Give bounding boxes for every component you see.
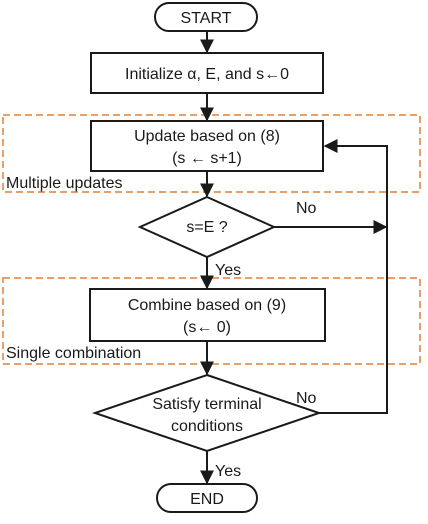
start-label: START (181, 10, 232, 27)
group-label-multiple-updates: Multiple updates (6, 175, 123, 192)
end-label: END (190, 491, 224, 508)
init-node (90, 52, 324, 94)
decision1-label: s=E ? (186, 219, 227, 236)
decision2-yes-label: Yes (215, 463, 241, 480)
decision2-node (91, 373, 323, 453)
group-label-single-combination: Single combination (6, 345, 141, 362)
decision2-label-line1: Satisfy terminal (152, 396, 261, 413)
decision1-yes-label: Yes (215, 262, 241, 279)
group-box-single-combination (2, 277, 421, 365)
group-box-multiple-updates (2, 114, 421, 193)
combine-node (89, 288, 326, 342)
decision1-no-label: No (296, 200, 317, 217)
decision2-no-label: No (296, 390, 317, 407)
update-label-line1: Update based on (8) (134, 128, 280, 145)
combine-label-line2: (s← 0) (183, 319, 231, 336)
init-label: Initialize α, E, and s←0 (125, 66, 289, 83)
combine-label-line1: Combine based on (9) (128, 297, 286, 314)
update-label-line2: (s ← s+1) (172, 150, 242, 167)
feedback-line-decision2 (319, 139, 388, 414)
decision2-label-line2: conditions (171, 418, 243, 435)
